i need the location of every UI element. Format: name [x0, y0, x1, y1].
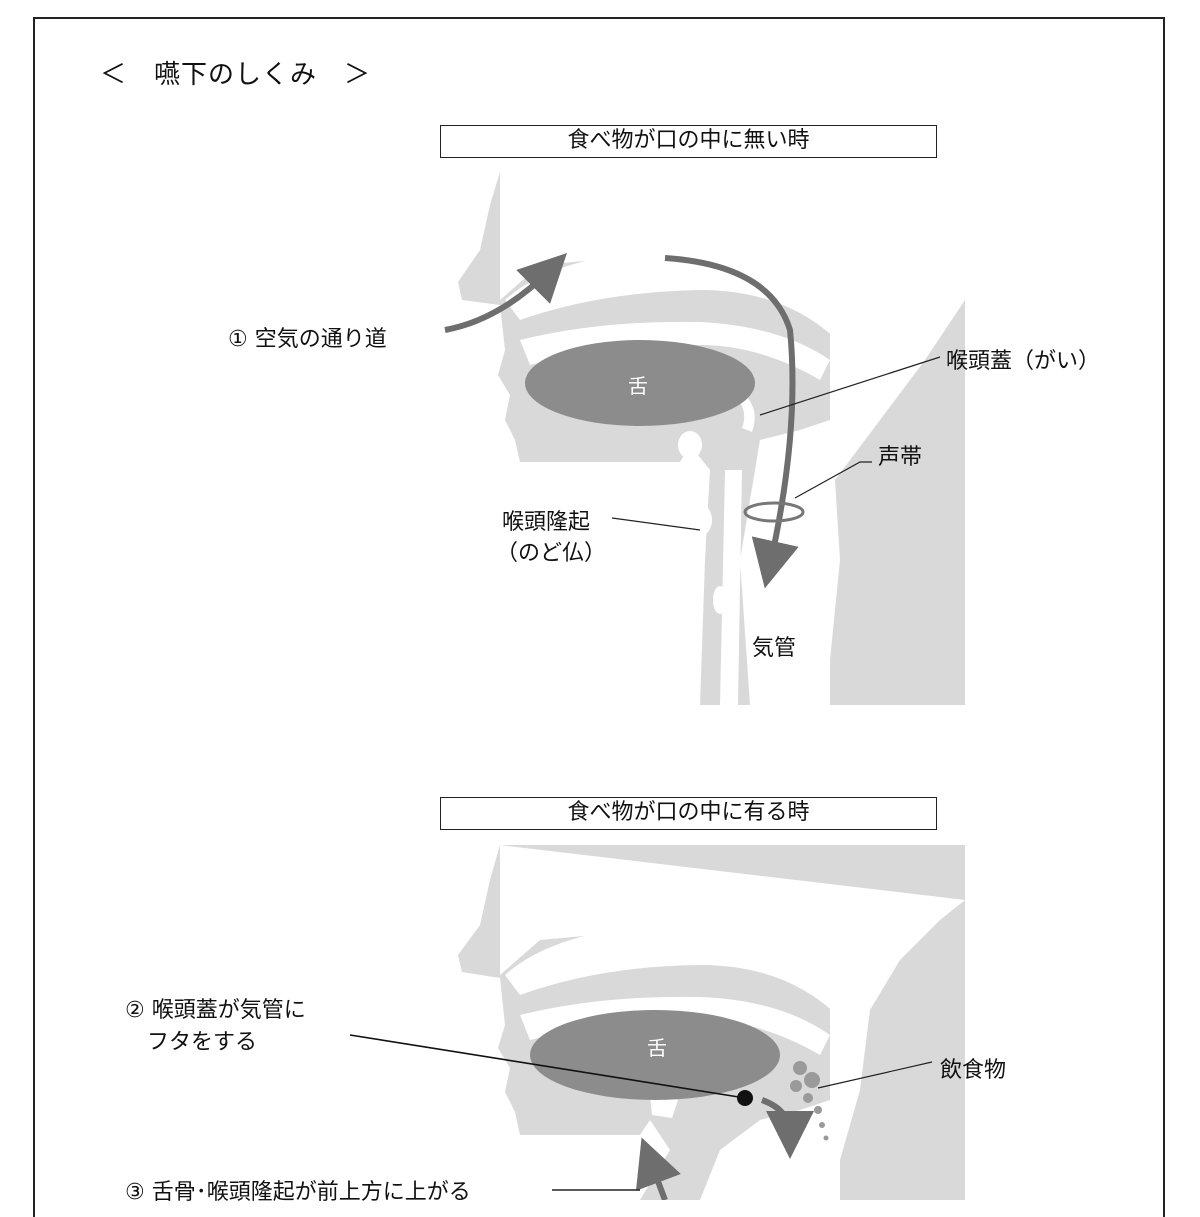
airway-arrow-in: [444, 253, 567, 333]
epiglottis-label: 喉頭蓋（がい）: [946, 349, 1101, 374]
epiglottis-cover-label-line2: フタをする: [125, 1030, 258, 1055]
larynx-label-line2: （のど仏）: [496, 541, 607, 566]
food-particles: [790, 1061, 829, 1141]
page-title: ＜ 嚥下のしくみ ＞: [100, 60, 372, 90]
tongue-1: [525, 340, 755, 426]
epiglottis-cover-point: [737, 1090, 753, 1106]
section-2-heading: 食べ物が口の中に有る時: [440, 797, 937, 830]
hyoid-rise-arrow: [635, 1137, 681, 1200]
tongue-1-label: 舌: [628, 374, 648, 398]
hyoid-raise-label: ③ 舌骨･喉頭隆起が前上方に上がる: [125, 1180, 471, 1205]
tongue-2-label: 舌: [647, 1036, 667, 1060]
epiglottis-cover-leader: [349, 1034, 746, 1099]
food-label: 飲食物: [940, 1058, 1007, 1083]
vocal-cords-leader: [794, 461, 872, 499]
epiglottis-leader: [759, 356, 941, 416]
section-1-heading: 食べ物が口の中に無い時: [440, 125, 937, 158]
larynx-leader: [611, 517, 701, 531]
epiglottis-cover-label-line1: ② 喉頭蓋が気管に: [125, 998, 306, 1023]
vocal-cords-label: 声帯: [878, 445, 923, 470]
airway-arrow-down: [664, 255, 799, 589]
airway-label: ① 空気の通り道: [228, 327, 387, 352]
epiglottis-fold-arrow: [760, 1097, 814, 1159]
tongue-2: [530, 1010, 780, 1100]
larynx-label-line1: 喉頭隆起: [502, 510, 591, 535]
vocal-cord-ring: [743, 501, 805, 523]
food-leader: [817, 1061, 933, 1089]
trachea-label: 気管: [752, 636, 797, 661]
page-frame: [33, 17, 1165, 1217]
